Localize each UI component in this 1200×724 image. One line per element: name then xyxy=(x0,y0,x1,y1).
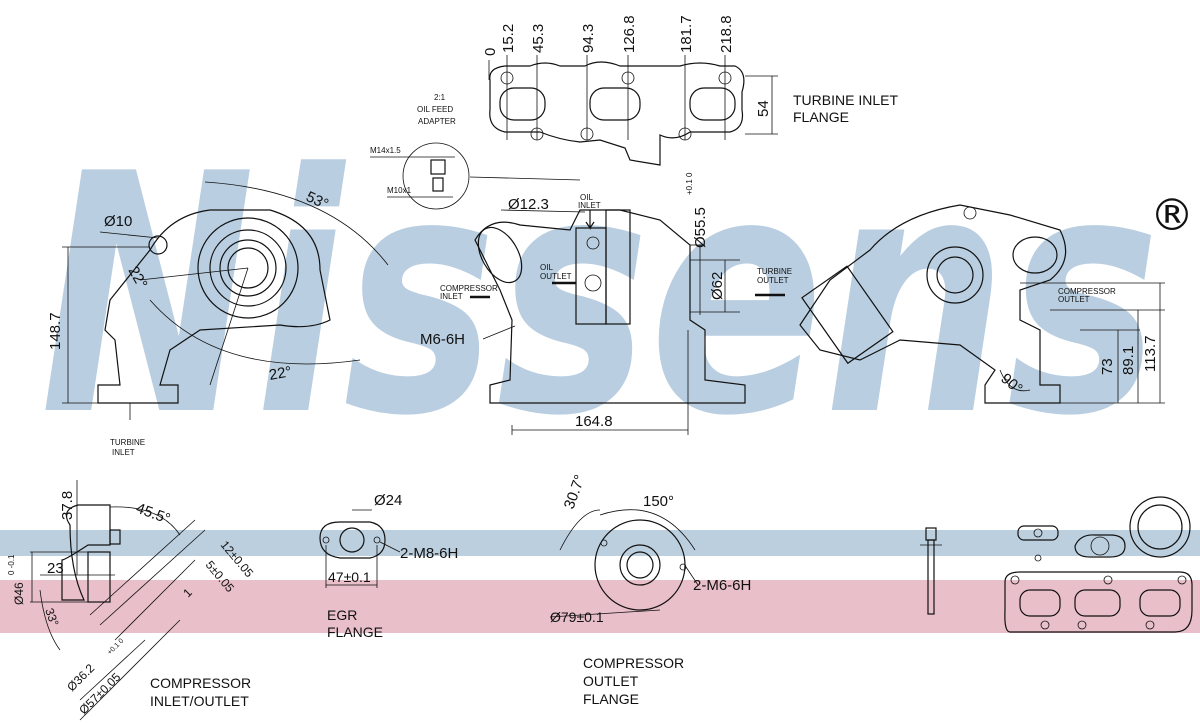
height-89-1: 89.1 xyxy=(1120,346,1137,375)
outlet-label: OUTLET xyxy=(583,673,639,689)
inlet-outlet-label: INLET/OUTLET xyxy=(150,693,249,709)
compressor-outlet-label: COMPRESSOR xyxy=(1058,287,1116,296)
turbine-inlet-label: TURBINE INLET xyxy=(793,92,898,108)
turbine-side-view: Ø10 53° 22° 22° 148.7 TURBINE INLET xyxy=(47,181,389,457)
pink-band xyxy=(0,580,1200,633)
oil-inlet-label: OIL xyxy=(580,193,593,202)
outlet-thread: 2-M6-6H xyxy=(693,577,751,594)
dim-0: 0 xyxy=(482,48,499,56)
dia-46-tol: 0 -0.1 xyxy=(7,554,16,575)
outlet-dia: Ø55.5 xyxy=(692,207,709,248)
angle-22-bottom: 22° xyxy=(268,363,293,384)
adapter-label: ADAPTER xyxy=(418,117,456,126)
registered-mark: ® xyxy=(1150,190,1194,241)
angle-33: 33° xyxy=(42,606,61,628)
outlet-dia-tol: +0.1 0 xyxy=(685,172,694,195)
dia-46: Ø46 xyxy=(12,582,26,605)
dia-62: Ø62 xyxy=(709,272,726,300)
thread-m10: M10x1 xyxy=(387,186,412,195)
dim-37-8: 37.8 xyxy=(59,491,76,520)
height-73: 73 xyxy=(1099,358,1116,375)
manifold-gasket-icon xyxy=(1004,571,1193,633)
oil-feed-adapter-detail: 2:1 OIL FEED ADAPTER M14x1.5 M10x1 xyxy=(370,93,581,210)
egr-thread: 2-M8-6H xyxy=(400,545,458,562)
compressor-inlet-label-2: INLET xyxy=(440,292,463,301)
egr-flange-label: FLANGE xyxy=(327,624,383,640)
egr-dia: Ø24 xyxy=(374,492,402,509)
dim-218-8: 218.8 xyxy=(718,15,735,53)
turbine-inlet-flange-view: 0 15.2 45.3 94.3 126.8 181.7 218.8 54 TU… xyxy=(482,15,898,166)
oil-outlet-label: OIL xyxy=(540,263,553,272)
dim-54: 54 xyxy=(755,100,772,117)
egr-label: EGR xyxy=(327,607,357,623)
oil-hole-dia: Ø12.3 xyxy=(508,196,549,213)
egr-flange-detail: Ø24 2-M8-6H 47±0.1 EGR FLANGE xyxy=(319,492,458,640)
turbine-inlet-label-2: INLET xyxy=(112,448,135,457)
dim-126-8: 126.8 xyxy=(621,15,638,53)
angle-45-5: 45.5° xyxy=(134,500,173,528)
ring-gasket-icon xyxy=(1129,496,1191,558)
compressor-label: COMPRESSOR xyxy=(583,655,684,671)
turbine-inlet-label: TURBINE xyxy=(110,438,145,447)
thread-m14: M14x1.5 xyxy=(370,146,401,155)
scale-label: 2:1 xyxy=(434,93,446,102)
egr-width: 47±0.1 xyxy=(328,569,371,585)
compressor-outlet-label-2: OUTLET xyxy=(1058,295,1090,304)
dia-36-2-tol: +0.1 0 xyxy=(106,637,125,656)
height-113-7: 113.7 xyxy=(1142,336,1159,372)
turbine-inlet-flange-label: FLANGE xyxy=(793,109,849,125)
angle-150: 150° xyxy=(643,493,674,510)
front-view: Ø12.3 OIL INLET OIL OUTLET COMPRESSOR IN… xyxy=(420,172,792,435)
bolt-icon xyxy=(920,527,942,615)
outlet-flange-dia: Ø79±0.1 xyxy=(550,609,604,625)
outlet-gasket-icon xyxy=(1074,534,1126,558)
height-148-7: 148.7 xyxy=(47,312,64,350)
dim-23: 23 xyxy=(47,560,64,577)
hole-dia: Ø10 xyxy=(104,213,132,230)
dim-181-7: 181.7 xyxy=(678,15,695,53)
compressor-outlet-flange-detail: 30.7° 150° 2-M6-6H Ø79±0.1 COMPRESSOR OU… xyxy=(549,472,751,707)
dim-15-2: 15.2 xyxy=(500,24,517,53)
turbine-outlet-label: TURBINE xyxy=(757,267,792,276)
oil-outlet-label-2: OUTLET xyxy=(540,272,572,281)
turbine-outlet-label-2: OUTLET xyxy=(757,276,789,285)
dim-45-3: 45.3 xyxy=(530,24,547,53)
width-164-8: 164.8 xyxy=(575,413,613,430)
dia-36-2: Ø36.2 xyxy=(64,661,97,694)
gasket-kit xyxy=(920,496,1193,633)
flange-label: FLANGE xyxy=(583,691,639,707)
thread-m6: M6-6H xyxy=(420,331,465,348)
dim-94-3: 94.3 xyxy=(580,24,597,53)
egr-gasket-icon xyxy=(1017,525,1059,562)
compressor-inlet-label: COMPRESSOR xyxy=(440,284,498,293)
oil-inlet-label-2: INLET xyxy=(578,201,601,210)
flange-outline xyxy=(489,61,745,166)
oil-feed-label: OIL FEED xyxy=(417,105,453,114)
compressor-label: COMPRESSOR xyxy=(150,675,251,691)
